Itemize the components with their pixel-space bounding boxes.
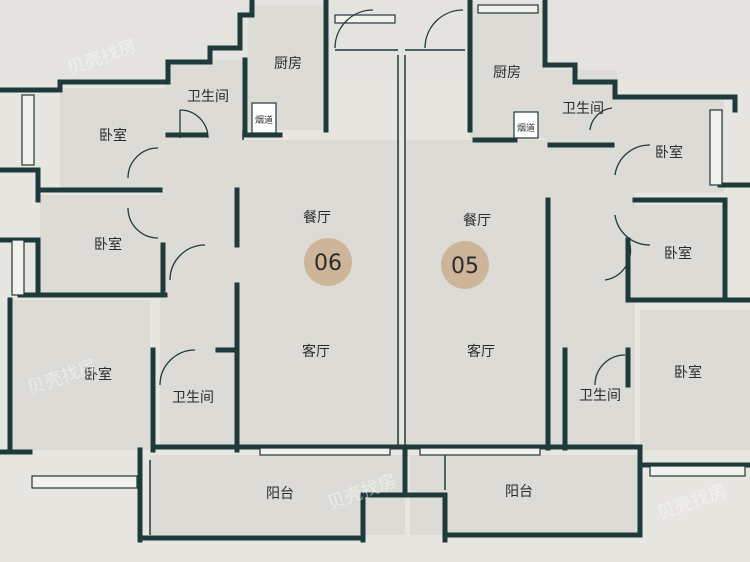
flue-box-06	[251, 102, 277, 134]
thin-partitions	[149, 49, 465, 535]
kitchen-label: 厨房	[493, 65, 521, 81]
walls	[0, 0, 750, 543]
living-label: 客厅	[302, 343, 330, 360]
balcony-label: 阳台	[266, 486, 294, 502]
unit-06-labels: 06 厨房 烟道 卫生间 卧室 卧室 卧室 卫生间 餐厅 客厅 阳台	[84, 56, 342, 502]
unit-05-labels: 05 厨房 烟道 卫生间 卧室 卧室 卧室 卫生间 餐厅 客厅 阳台	[451, 65, 702, 500]
bedroom-label-1: 卧室	[655, 144, 683, 161]
flue-boxes	[251, 102, 539, 139]
bathroom-label-bottom: 卫生间	[172, 390, 214, 406]
bedroom-label-3: 卧室	[674, 364, 702, 381]
unit-badge-06	[304, 238, 352, 286]
balcony-label: 阳台	[505, 484, 533, 500]
kitchen-label: 厨房	[274, 56, 302, 72]
bedroom-label-2: 卧室	[664, 245, 692, 262]
bedroom-label-3: 卧室	[84, 366, 112, 383]
bathroom-label-top: 卫生间	[187, 89, 229, 105]
door-swings	[127, 9, 651, 386]
flue-label: 烟道	[255, 114, 273, 126]
living-label: 客厅	[467, 343, 495, 360]
bathroom-label-bottom: 卫生间	[579, 388, 621, 404]
bathroom-label-top: 卫生间	[562, 101, 604, 117]
outer-area-top	[0, 0, 750, 80]
flue-box-05	[513, 111, 539, 139]
unit-badge-05	[441, 241, 489, 289]
dining-label: 餐厅	[303, 210, 331, 226]
unit-number-05: 05	[451, 254, 479, 279]
dining-label: 餐厅	[463, 213, 491, 229]
windows	[11, 4, 746, 489]
bedroom-label-2: 卧室	[94, 236, 122, 253]
bedroom-label-1: 卧室	[99, 127, 127, 144]
unit-number-06: 06	[314, 251, 342, 276]
flue-label: 烟道	[517, 122, 535, 134]
